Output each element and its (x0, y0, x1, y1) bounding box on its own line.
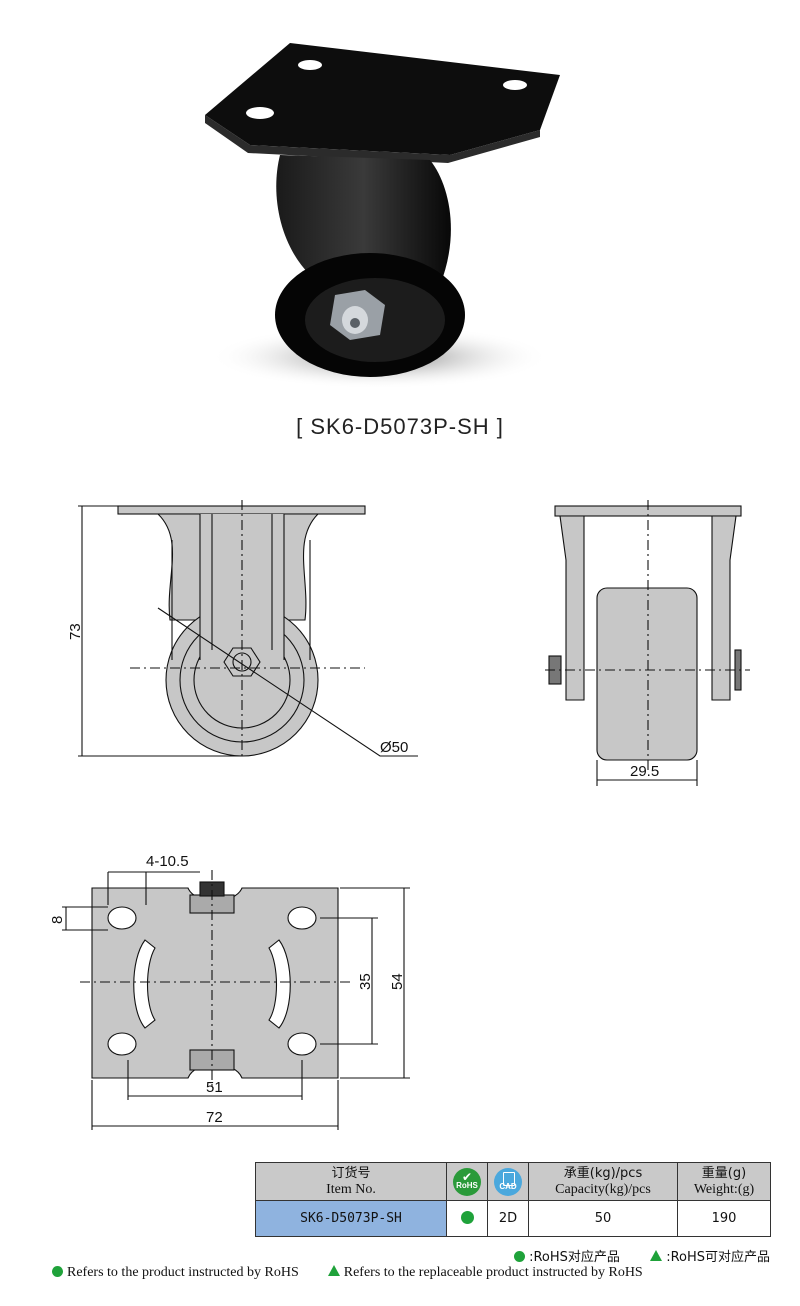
dim-plate-72: 72 (206, 1109, 223, 1126)
rohs-dot-icon (460, 1210, 474, 1224)
header-weight: 重量(g) Weight:(g) (677, 1162, 771, 1201)
table-row: SK6-D5073P-SH 2D 50 190 (255, 1200, 771, 1237)
green-dot-icon (52, 1266, 63, 1277)
dim-plate-54: 54 (389, 973, 406, 990)
green-triangle-icon (327, 1265, 340, 1276)
green-triangle-icon (650, 1250, 663, 1261)
capacity-cell: 50 (528, 1200, 678, 1237)
dim-spacing-51: 51 (206, 1079, 223, 1096)
legend-en: Refers to the product instructed by RoHS… (52, 1265, 643, 1281)
spec-table: 订货号 Item No. RoHS CAD 承重(kg)/pcs Capacit… (255, 1159, 771, 1237)
product-photo (205, 43, 560, 389)
header-cad: CAD (487, 1162, 529, 1201)
dim-height-73: 73 (67, 623, 84, 640)
dim-wheel-diameter: Ø50 (380, 739, 408, 756)
dim-wheel-width: 29.5 (630, 763, 659, 780)
rohs-cell (446, 1200, 488, 1237)
side-view (78, 500, 418, 760)
front-view (545, 500, 750, 786)
dim-hole-spec: 4-10.5 (146, 853, 189, 870)
item-no-cell[interactable]: SK6-D5073P-SH (255, 1200, 447, 1237)
legend-cn: :RoHS对应产品 :RoHS可对应产品 (514, 1246, 770, 1265)
header-capacity: 承重(kg)/pcs Capacity(kg)/pcs (528, 1162, 678, 1201)
cad-file-icon: CAD (494, 1167, 522, 1196)
plate-view (62, 870, 410, 1130)
technical-drawings: 73 Ø50 29.5 4-10.5 8 35 54 51 72 (49, 500, 750, 1130)
model-title: [ SK6-D5073P-SH ] (296, 414, 504, 439)
dim-spacing-35: 35 (357, 973, 374, 990)
green-dot-icon (514, 1251, 526, 1262)
header-rohs: RoHS (446, 1159, 488, 1201)
header-item-no: 订货号 Item No. (255, 1162, 447, 1201)
cad-cell[interactable]: 2D (487, 1200, 529, 1237)
dim-slot-8: 8 (49, 916, 66, 924)
weight-cell: 190 (677, 1200, 771, 1237)
table-header-row: 订货号 Item No. RoHS CAD 承重(kg)/pcs Capacit… (255, 1159, 771, 1201)
rohs-icon: RoHS (453, 1159, 481, 1196)
